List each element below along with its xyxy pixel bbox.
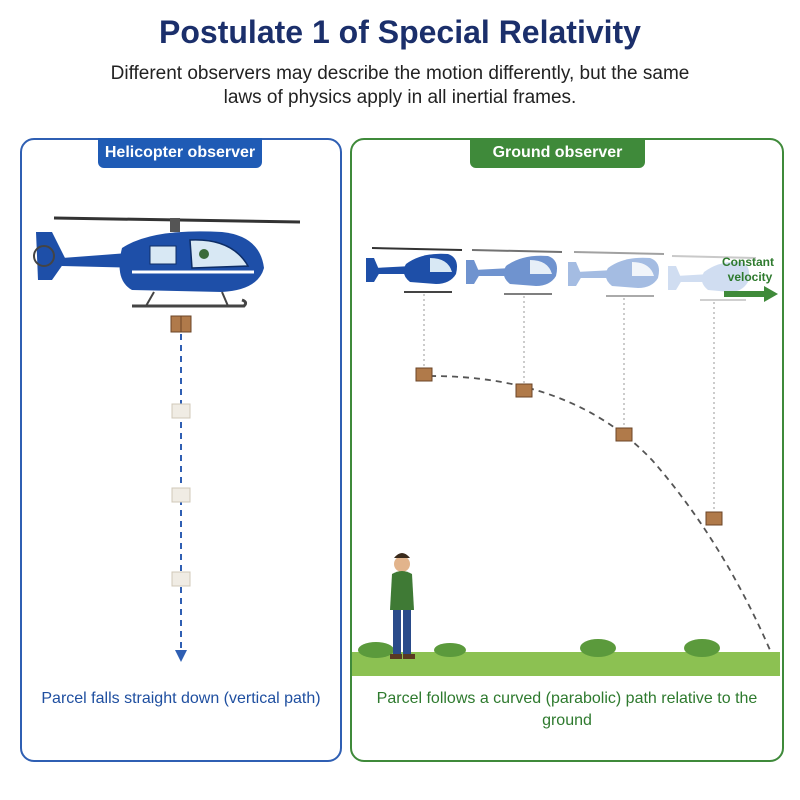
ghost-parcel-icon (171, 487, 191, 503)
velocity-label-line2: velocity (728, 270, 773, 284)
helicopter-icon (33, 216, 301, 308)
helicopter-caption: Parcel falls straight down (vertical pat… (41, 690, 321, 707)
ground-observer-person-icon (390, 553, 415, 659)
parcel-icon (415, 367, 433, 382)
down-arrow-icon (175, 650, 187, 662)
ground-caption: Parcel follows a curved (parabolic) path… (376, 690, 758, 729)
helicopter-observer-panel: Helicopter observer (20, 138, 342, 762)
ground-observer-label: Ground observer (470, 138, 645, 168)
velocity-label-line1: Constant (722, 255, 774, 269)
parcel-icon (515, 383, 533, 398)
ground-strip (352, 652, 780, 676)
drop-lines (423, 294, 715, 512)
helicopter-icon (668, 255, 757, 301)
ghost-parcel-icon (171, 571, 191, 587)
parabolic-path-line (429, 375, 771, 651)
page-title: Postulate 1 of Special Relativity (159, 14, 641, 50)
helicopter-frame-diagram (33, 216, 301, 662)
helicopter-icon (568, 251, 665, 297)
ground-frame-diagram: Constant velocity (352, 247, 780, 676)
helicopter-observer-label: Helicopter observer (98, 138, 262, 168)
velocity-arrow-icon (724, 286, 778, 302)
parcel-icon (705, 511, 723, 526)
helicopter-icon (466, 249, 563, 295)
bushes (358, 639, 720, 658)
ground-observer-panel: Ground observer (350, 138, 784, 762)
ghost-parcel-icon (171, 403, 191, 419)
page-subtitle: Different observers may describe the mot… (110, 63, 690, 108)
helicopter-icon (366, 247, 463, 293)
parcel-icon (615, 427, 633, 442)
